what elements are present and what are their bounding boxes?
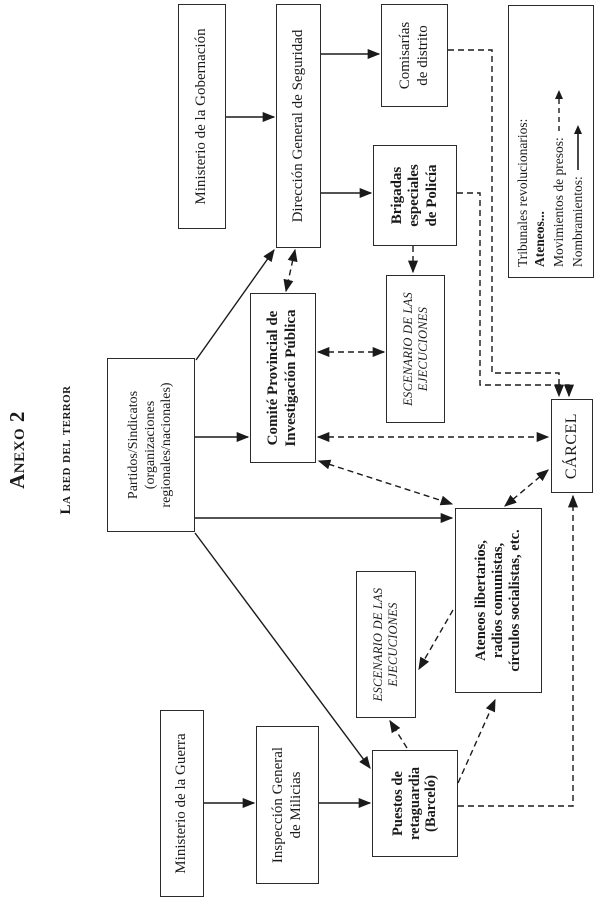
node-label: ESCENARIO DE LAS [371,587,386,702]
node-label: regionales/nacionales) [159,382,175,508]
node-comisarias-distrito: Comisarías de distrito [381,4,448,107]
node-carcel: CÁRCEL [551,399,593,493]
legend-row-nombramientos: Nombramientos: [570,125,587,267]
edge-brigadas-to-carcel [457,192,575,398]
node-puestos-retaguardia: Puestos de retaguardia (Barceló) [372,750,458,857]
legend-nombramientos-text: Nombramientos: [570,176,585,267]
node-partidos-sindicatos: Partidos/Sindicatos (organizaciones regi… [107,358,195,532]
node-label: retaguardia [406,766,423,841]
legend-label: Tribunales revolucionarios: Ateneos... [515,119,549,267]
node-label: Ministerio de la Guerra [173,733,190,874]
node-label: círculos socialistas, etc. [506,529,523,672]
legend-tribunales-value: Ateneos... [532,211,547,267]
edge-puestos-to-ateneos [457,698,496,784]
solid-arrow-sample-icon [574,125,583,171]
node-label: Comisarías [396,21,413,90]
page-subtitle: La red del terror [58,385,74,515]
node-label: Dirección General de Seguridad [289,29,306,223]
edge-ateneos-to-escenario-2 [418,609,454,671]
edge-partidos-to-direccion [195,248,275,361]
node-label: Comité Provincial de [265,310,282,446]
node-label: radios comunistas, [490,542,507,659]
node-label: Investigación Pública [283,309,299,447]
node-label: CÁRCEL [562,412,580,480]
node-ministerio-guerra: Ministerio de la Guerra [160,710,204,897]
edge-puestos-to-escenario-2 [389,719,408,749]
node-label: de Milicias [287,771,304,839]
edge-ateneos-carcel [504,469,549,507]
node-label: Partidos/Sindicatos [126,390,142,500]
node-inspeccion-milicias: Inspección General de Milicias [256,726,319,884]
node-label: Ateneos libertarios, [473,540,490,661]
node-escenario-ejecuciones-2: ESCENARIO DE LAS EJECUCIONES [356,571,416,718]
node-label: Ministerio de la Gobernación [193,28,210,205]
edge-partidos-to-puestos [194,532,371,770]
node-label: Brigadas [388,166,405,225]
node-brigadas-especiales: Brigadas especiales de Policía [373,145,457,246]
legend-row-tribunales: Tribunales revolucionarios: Ateneos... [515,119,549,267]
node-label: Inspección General [269,746,286,864]
node-ateneos-libertarios: Ateneos libertarios, radios comunistas, … [455,508,542,693]
node-direccion-general-seguridad: Dirección General de Seguridad [276,4,321,248]
edge-comite-ateneos [317,459,454,506]
legend-tribunales-text: Tribunales revolucionarios: [515,118,531,267]
dashed-arrow-sample-icon [555,90,564,132]
node-ministerio-gobernacion: Ministerio de la Gobernación [178,4,226,229]
node-label: EJECUCIONES [415,306,430,392]
node-escenario-ejecuciones-1: ESCENARIO DE LAS EJECUCIONES [386,275,445,423]
node-label: de distrito [414,25,431,86]
edge-puestos-to-carcel [458,494,579,807]
node-comite-provincial: Comité Provincial de Investigación Públi… [250,293,316,463]
node-label: especiales [406,164,423,227]
node-label: EJECUCIONES [386,602,400,687]
node-label: (organizaciones [142,400,158,490]
legend-row-movimientos: Movimientos de presos: [551,90,568,267]
node-label: ESCENARIO DE LAS [400,292,415,406]
legend-box: Tribunales revolucionarios: Ateneos... M… [508,5,594,278]
page-title: Anexo 2 [5,411,29,489]
edge-comisarias-to-carcel [448,49,565,398]
node-label: de Policía [423,164,440,227]
node-label: Puestos de [389,771,406,836]
node-label: (Barceló) [423,775,440,832]
legend-movimientos-text: Movimientos de presos: [551,137,566,267]
edge-direccion-comite [283,248,298,293]
